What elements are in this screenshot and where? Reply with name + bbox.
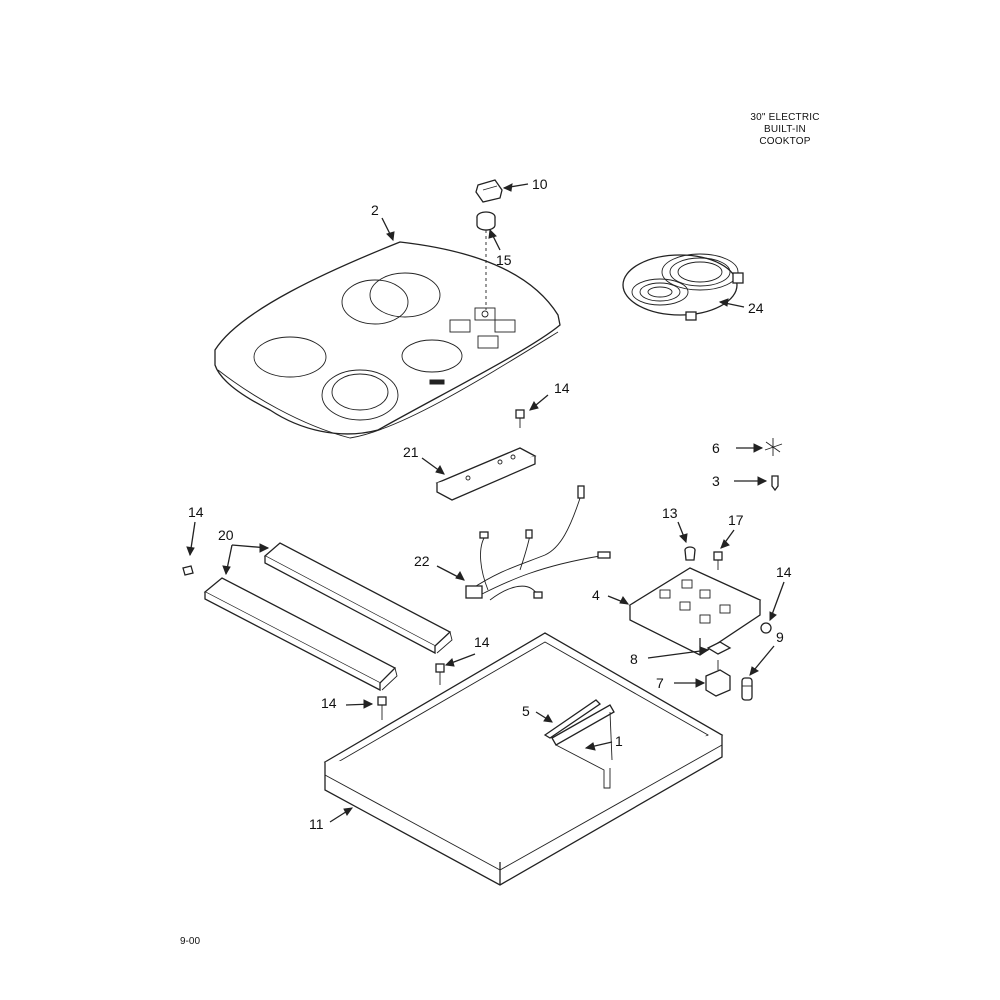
part-15-knob-spacer bbox=[476, 211, 496, 310]
callout-6: 6 bbox=[712, 440, 720, 456]
part-14-screw-b bbox=[182, 565, 194, 576]
callout-5: 5 bbox=[522, 703, 530, 719]
callout-2: 2 bbox=[371, 202, 379, 218]
diagram-title: 30" ELECTRIC BUILT-IN COOKTOP bbox=[700, 112, 870, 148]
part-24-surface-element bbox=[622, 253, 744, 321]
part-14-screw-c bbox=[760, 622, 772, 634]
part-4-control-bracket bbox=[628, 567, 762, 656]
part-10-knob bbox=[475, 179, 503, 203]
callout-14-right: 14 bbox=[776, 564, 792, 580]
part-6-clip bbox=[764, 438, 783, 456]
callout-14-left: 14 bbox=[188, 504, 204, 520]
title-line-1: 30" ELECTRIC bbox=[750, 112, 820, 123]
callout-4: 4 bbox=[592, 587, 600, 603]
callout-14-top: 14 bbox=[554, 380, 570, 396]
part-13-spacer bbox=[684, 546, 696, 561]
part-22-wire-harness bbox=[465, 485, 611, 601]
callout-14-low: 14 bbox=[321, 695, 337, 711]
part-9-light bbox=[741, 677, 753, 701]
callout-21: 21 bbox=[403, 444, 419, 460]
callout-14-mid: 14 bbox=[474, 634, 490, 650]
callout-9: 9 bbox=[776, 629, 784, 645]
footer-code: 9-00 bbox=[180, 936, 201, 947]
callout-8: 8 bbox=[630, 651, 638, 667]
part-14-screw-a bbox=[515, 409, 525, 428]
part-17-screw bbox=[713, 551, 723, 570]
callout-10: 10 bbox=[532, 176, 548, 192]
callout-13: 13 bbox=[662, 505, 678, 521]
callout-7: 7 bbox=[656, 675, 664, 691]
callout-1: 1 bbox=[615, 733, 623, 749]
callout-22: 22 bbox=[414, 553, 430, 569]
callout-20: 20 bbox=[218, 527, 234, 543]
callout-3: 3 bbox=[712, 473, 720, 489]
part-8-plate bbox=[706, 641, 732, 655]
part-1-support-bracket bbox=[551, 704, 615, 789]
part-2-cooktop-top bbox=[214, 241, 561, 439]
title-line-3: COOKTOP bbox=[759, 136, 811, 147]
callout-11: 11 bbox=[309, 816, 324, 832]
part-7-switch bbox=[705, 660, 731, 697]
leader-lines bbox=[186, 183, 785, 823]
part-21-bracket bbox=[435, 447, 537, 501]
part-14-screw-d bbox=[435, 663, 445, 685]
callout-24: 24 bbox=[748, 300, 764, 316]
callout-15: 15 bbox=[496, 252, 512, 268]
callout-17: 17 bbox=[728, 512, 744, 528]
part-11-burner-box bbox=[323, 632, 724, 886]
callout-labels: 10 2 15 24 14 21 6 3 14 20 22 13 17 14 4… bbox=[188, 176, 792, 832]
part-5-strip bbox=[543, 699, 602, 739]
part-3-screw bbox=[771, 475, 779, 492]
part-20-trim-strip-lower bbox=[203, 577, 398, 692]
title-line-2: BUILT-IN bbox=[764, 124, 806, 135]
part-20-trim-strip-upper bbox=[263, 542, 453, 655]
part-14-screw-e bbox=[377, 696, 387, 720]
